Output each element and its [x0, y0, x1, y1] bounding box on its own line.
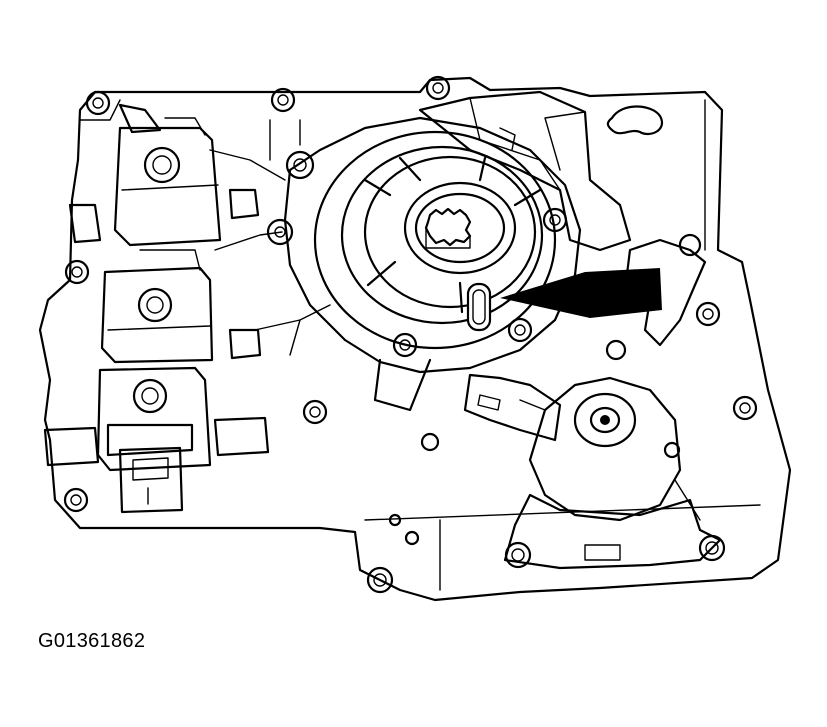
- upper-housing: [418, 90, 632, 252]
- oval-slot: [606, 105, 663, 136]
- splined-hub: [424, 207, 472, 247]
- position-sensor: [503, 376, 722, 570]
- sensor-connector: [463, 373, 562, 442]
- callout-pin: [466, 282, 492, 332]
- callout-arrow-icon: [500, 268, 662, 318]
- pump-housing: [266, 116, 582, 412]
- valve-body-plate: [38, 76, 792, 602]
- solenoid-stack: [43, 103, 270, 514]
- mounting-bolt-holes: [63, 75, 758, 594]
- figure-id-label: G01361862: [38, 630, 146, 652]
